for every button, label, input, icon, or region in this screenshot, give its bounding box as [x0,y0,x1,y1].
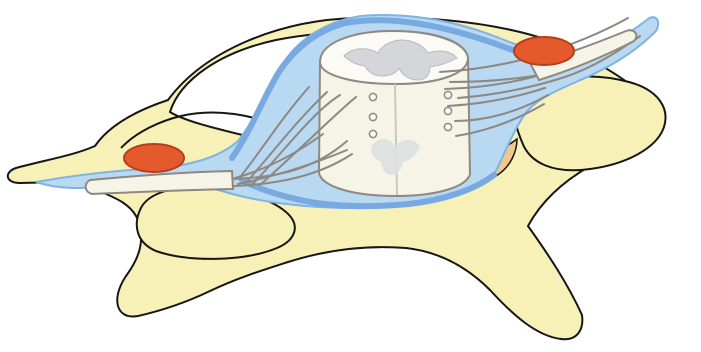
right-vertebral-artery [514,37,574,65]
left-vertebral-artery [124,144,184,172]
